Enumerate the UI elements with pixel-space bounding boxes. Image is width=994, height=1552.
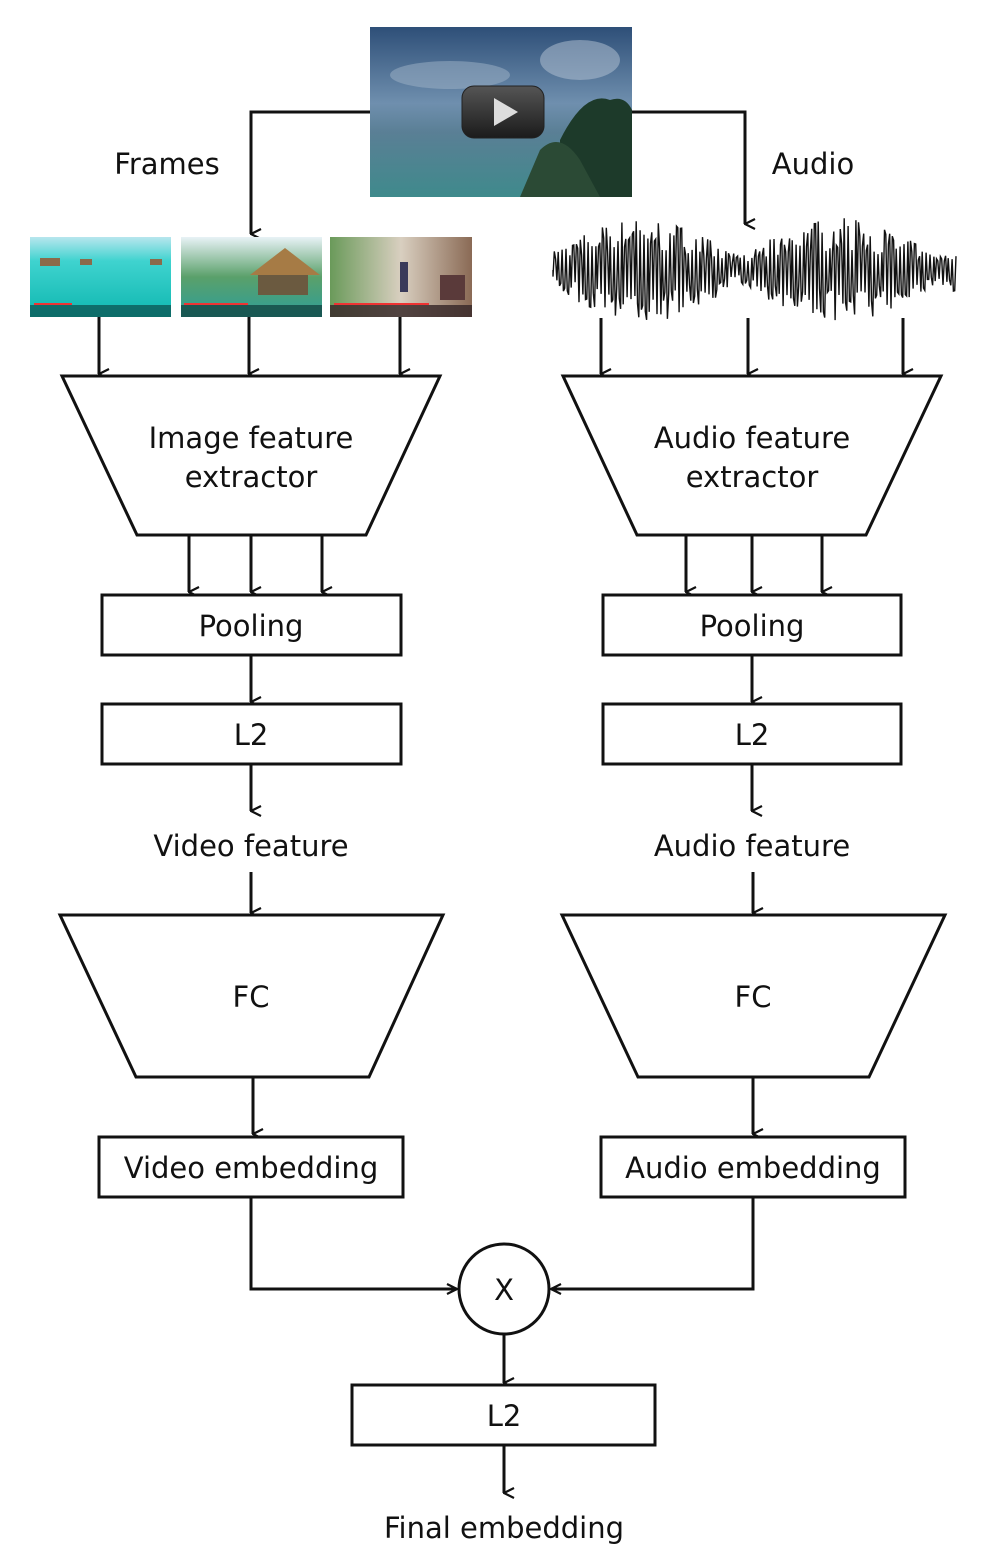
audio-feature-extractor: Audio feature extractor	[560, 374, 944, 537]
audio-fc-layer: FC	[559, 913, 948, 1079]
final-l2-box: L2	[350, 1383, 657, 1447]
svg-text:X: X	[494, 1273, 514, 1307]
source-video-thumbnail	[370, 27, 632, 197]
final-embedding-label: Final embedding	[384, 1511, 624, 1545]
play-button-icon[interactable]	[461, 85, 545, 139]
frame-thumbnail-2	[181, 237, 322, 317]
frame-thumbnail-1	[30, 237, 171, 317]
video-feature-label: Video feature	[153, 829, 348, 863]
svg-text:Audio feature: Audio feature	[654, 421, 850, 455]
frames-arrow	[249, 110, 370, 234]
svg-text:L2: L2	[487, 1399, 522, 1433]
svg-text:Video embedding: Video embedding	[124, 1151, 378, 1185]
audio-arrow	[632, 110, 745, 224]
audio-l2-box: L2	[601, 702, 903, 766]
video-embedding-box: Video embedding	[97, 1135, 405, 1199]
svg-text:Audio embedding: Audio embedding	[625, 1151, 881, 1185]
extractor-output-arrows	[187, 535, 822, 592]
svg-text:extractor: extractor	[686, 460, 819, 494]
svg-text:L2: L2	[234, 718, 269, 752]
audio-waveform	[552, 218, 957, 321]
video-to-fusion-arrow	[249, 1197, 457, 1289]
waveform-trace	[552, 218, 957, 321]
frame-input-arrows	[97, 317, 400, 374]
svg-text:L2: L2	[735, 718, 770, 752]
frame-thumbnail-3	[330, 237, 472, 317]
video-l2-box: L2	[100, 702, 403, 766]
svg-text:extractor: extractor	[185, 460, 318, 494]
multiply-node: X	[457, 1242, 551, 1336]
video-fc-layer: FC	[57, 913, 446, 1079]
svg-text:FC: FC	[735, 980, 772, 1014]
audio-feature-label: Audio feature	[654, 829, 850, 863]
svg-text:Pooling: Pooling	[700, 609, 805, 643]
audio-to-fusion-arrow	[551, 1197, 755, 1289]
audio-pooling-box: Pooling	[601, 593, 903, 657]
svg-text:FC: FC	[233, 980, 270, 1014]
image-feature-extractor: Image feature extractor	[59, 374, 443, 537]
video-pooling-box: Pooling	[100, 593, 403, 657]
frames-label: Frames	[114, 147, 219, 181]
audio-label: Audio	[772, 147, 854, 181]
svg-text:Pooling: Pooling	[199, 609, 304, 643]
audio-embedding-box: Audio embedding	[599, 1135, 907, 1199]
audio-input-arrows	[599, 318, 903, 374]
svg-text:Image feature: Image feature	[149, 421, 354, 455]
